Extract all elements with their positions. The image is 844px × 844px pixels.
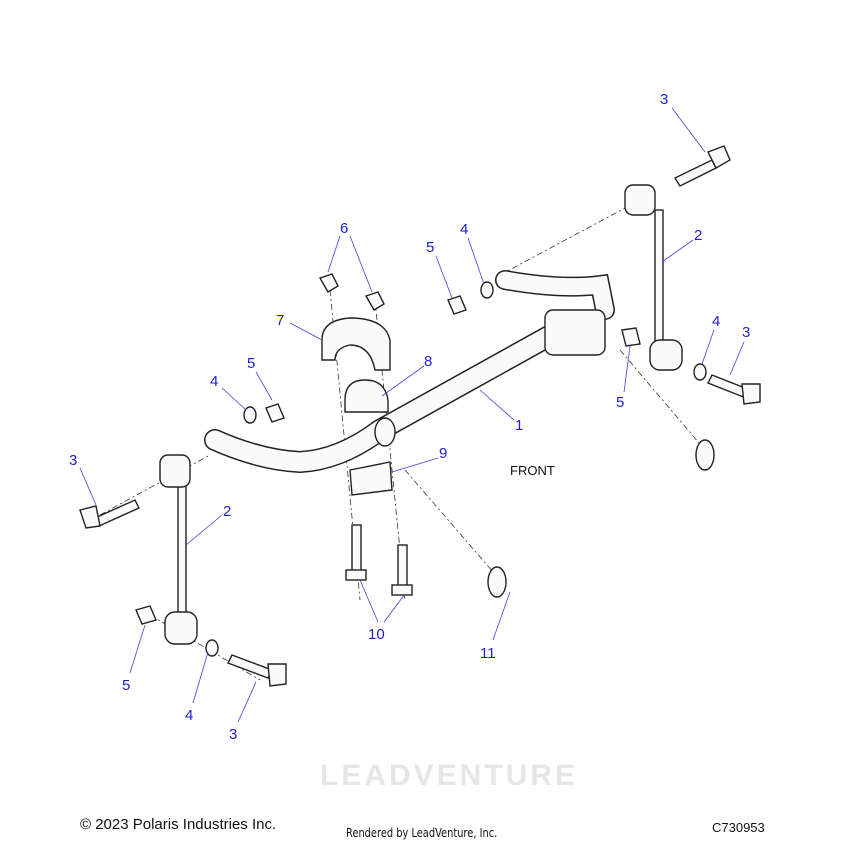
callout-7: 7 [276, 312, 284, 329]
stabilizer-bar [204, 270, 615, 474]
callout-3: 3 [69, 452, 77, 469]
bolts [79, 145, 761, 687]
callout-6: 6 [340, 220, 348, 237]
callout-3: 3 [229, 726, 237, 743]
callout-2: 2 [223, 503, 231, 520]
callout-4: 4 [185, 707, 193, 724]
stabilizer-link-left [159, 454, 198, 645]
watermark: LEADVENTURE [320, 759, 578, 792]
diagram-code: C730953 [712, 820, 765, 835]
leader-lines [79, 107, 745, 723]
callout-9: 9 [439, 445, 447, 462]
front-label: FRONT [510, 463, 555, 478]
rendered-by-text: Rendered by LeadVenture, Inc. [346, 826, 498, 840]
callouts: 3 2 6 5 4 7 4 3 8 5 4 1 5 3 9 2 10 11 5 … [69, 91, 750, 743]
copyright-text: © 2023 Polaris Industries Inc. [80, 816, 277, 833]
assembly-lines [99, 199, 706, 681]
small-parts [135, 273, 715, 657]
callout-2: 2 [694, 227, 702, 244]
callout-3: 3 [742, 324, 750, 341]
callout-10: 10 [368, 626, 385, 643]
callout-4: 4 [712, 313, 720, 330]
callout-5: 5 [616, 394, 624, 411]
callout-11: 11 [480, 645, 496, 662]
callout-1: 1 [515, 417, 523, 434]
callout-8: 8 [424, 353, 432, 370]
stabilizer-link-right [624, 184, 683, 371]
callout-5: 5 [426, 239, 434, 256]
callout-5: 5 [247, 355, 255, 372]
callout-3: 3 [660, 91, 668, 108]
callout-4: 4 [460, 221, 468, 238]
callout-4: 4 [210, 373, 218, 390]
callout-5: 5 [122, 677, 130, 694]
